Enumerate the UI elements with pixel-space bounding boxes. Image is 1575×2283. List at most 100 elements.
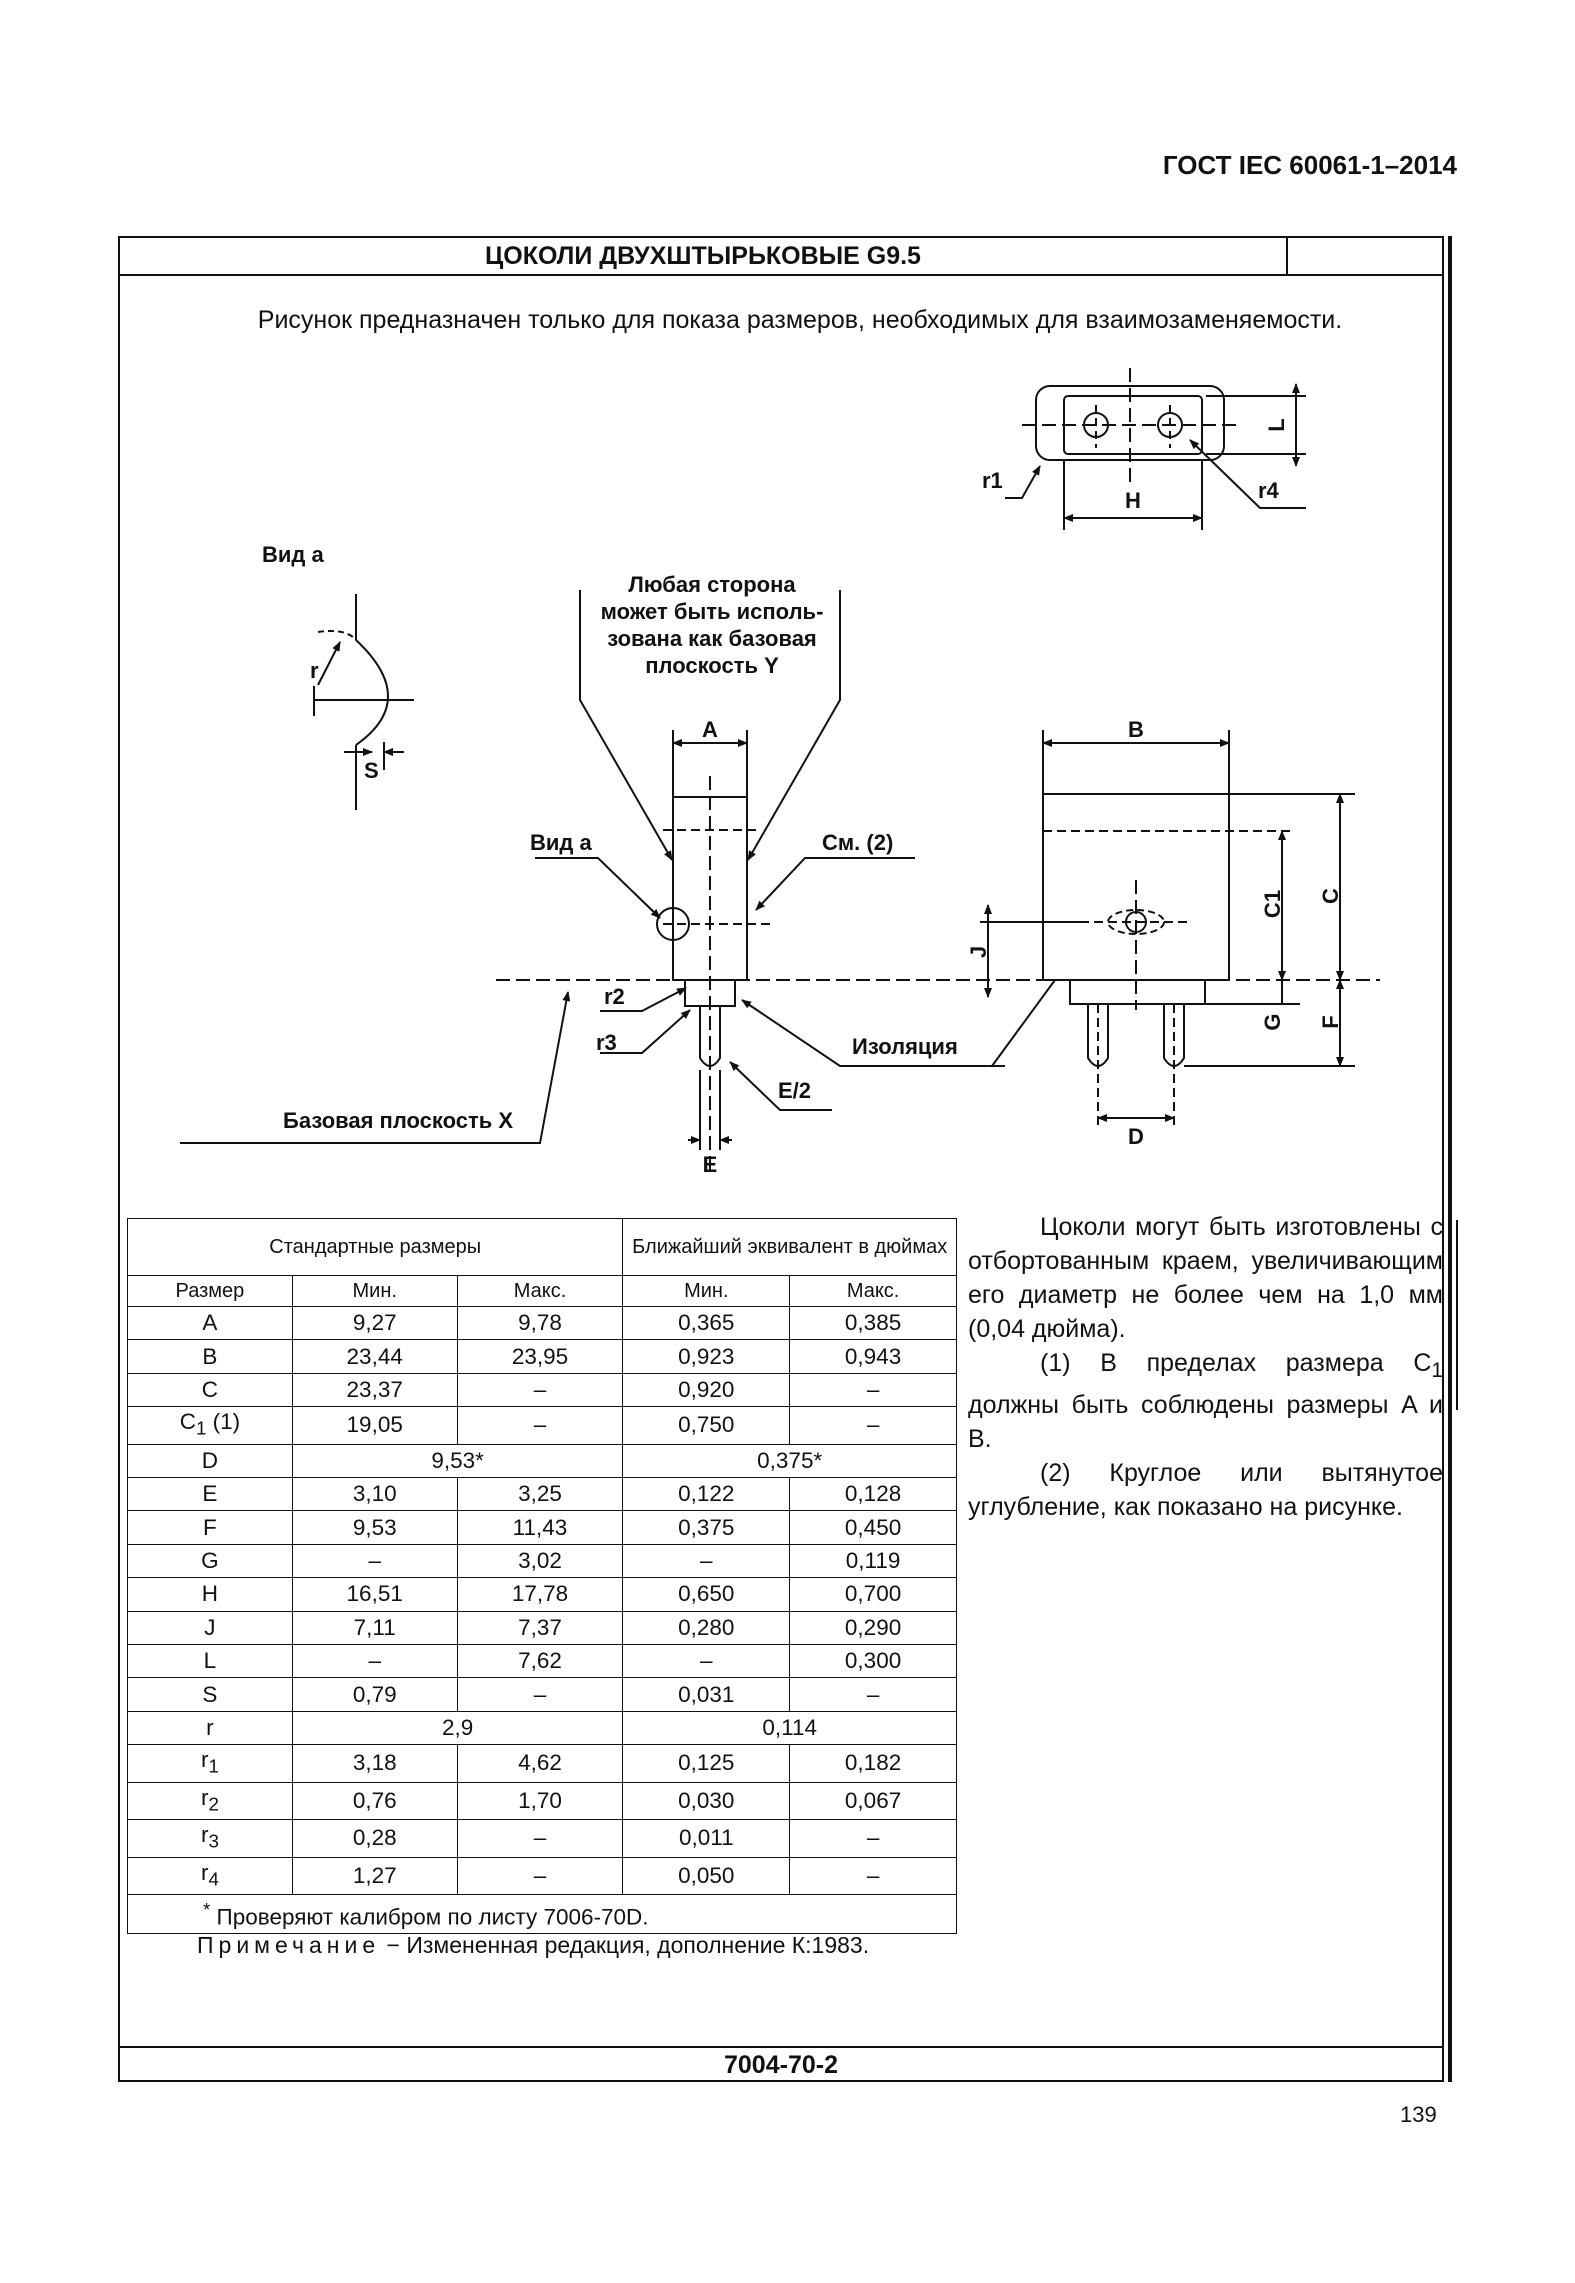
- label-r2: r2: [604, 984, 625, 1009]
- cell-min: 9,27: [291, 1305, 458, 1341]
- cell-min: 7,11: [291, 1610, 458, 1646]
- cell-max-in: –: [789, 1677, 957, 1712]
- sheet-frame: ЦОКОЛИ ДВУХШТЫРЬКОВЫЕ G9.5 7004-70-2: [118, 236, 1444, 2082]
- cell-max-in: 0,300: [789, 1644, 957, 1679]
- frame-margin-line: [1456, 1220, 1458, 1410]
- size-subscript: 2: [208, 1793, 219, 1815]
- cell-max-in: –: [789, 1819, 957, 1858]
- cell-min: 3,10: [291, 1477, 458, 1512]
- cell-min: 16,51: [291, 1577, 458, 1612]
- cell-min: 23,37: [291, 1372, 458, 1408]
- cell-min: –: [291, 1543, 458, 1579]
- cell-size-name: r3: [127, 1819, 293, 1858]
- table-row: C1 (1)19,05–0,750–: [127, 1406, 957, 1445]
- cell-min: 0,76: [291, 1781, 458, 1821]
- label-view-a: Вид а: [262, 542, 324, 567]
- cell-min: 0,28: [291, 1819, 458, 1858]
- size-letter: r: [206, 1714, 214, 1740]
- label-S: S: [364, 758, 379, 783]
- size-letter: J: [204, 1614, 216, 1640]
- cell-min-in: 0,923: [622, 1339, 791, 1374]
- cell-merged-mm: 9,53*: [291, 1443, 624, 1479]
- cell-size-name: J: [127, 1610, 293, 1646]
- group-inch-header: Ближайший эквивалент в дюймах: [622, 1218, 957, 1276]
- label-F: F: [1318, 1015, 1343, 1028]
- note: Примечание − Измененная редакция, дополн…: [197, 1932, 869, 1959]
- cell-size-name: r1: [127, 1744, 293, 1783]
- col-size-header: Размер: [127, 1275, 293, 1307]
- cell-max: –: [456, 1856, 624, 1896]
- label-G: G: [1260, 1013, 1285, 1030]
- cell-min: –: [291, 1644, 458, 1679]
- cell-size-name: C1 (1): [127, 1406, 293, 1445]
- size-letter: E: [202, 1481, 218, 1507]
- frame-double-line: [1448, 236, 1452, 2082]
- cell-min-in: 0,122: [622, 1477, 791, 1512]
- dimensions-table: Стандартные размеры Ближайший эквивалент…: [126, 1218, 957, 1934]
- cell-size-name: H: [127, 1577, 293, 1612]
- cell-max: 4,62: [456, 1744, 624, 1783]
- cell-size-name: L: [127, 1644, 293, 1679]
- cell-max-in: 0,450: [789, 1510, 957, 1545]
- cell-size-name: B: [127, 1339, 293, 1374]
- size-letter: r: [200, 1822, 209, 1848]
- callout-line-2: может быть исполь-: [601, 599, 824, 624]
- standard-number: ГОСТ IEC 60061-1–2014: [1162, 150, 1457, 180]
- label-r3: r3: [596, 1030, 617, 1055]
- cell-max: 7,62: [456, 1644, 624, 1679]
- cell-min: 19,05: [291, 1406, 458, 1445]
- size-letter: D: [201, 1447, 219, 1473]
- cell-size-name: C: [127, 1372, 293, 1408]
- size-letter: F: [203, 1514, 217, 1540]
- label-C1: C1: [1260, 890, 1285, 918]
- cell-size-name: F: [127, 1510, 293, 1545]
- cell-size-name: D: [127, 1443, 293, 1479]
- side-note-2-after: должны быть соблюдены размеры A и B.: [968, 1391, 1443, 1453]
- table-row: G–3,02–0,119: [127, 1543, 957, 1579]
- cell-min: 1,27: [291, 1856, 458, 1896]
- cell-max-in: 0,385: [789, 1305, 957, 1341]
- size-suffix: (1): [206, 1409, 241, 1435]
- cell-min: 23,44: [291, 1339, 458, 1374]
- cell-max: –: [456, 1677, 624, 1712]
- intro-text: Рисунок предназначен только для показа р…: [257, 306, 1343, 334]
- cell-min: 0,79: [291, 1677, 458, 1712]
- col-min-header: Мин.: [291, 1275, 458, 1307]
- cell-max: 3,02: [456, 1543, 624, 1579]
- size-letter: r: [200, 1859, 209, 1885]
- size-subscript: 3: [208, 1830, 219, 1852]
- cell-max: 11,43: [456, 1510, 624, 1545]
- cell-size-name: E: [127, 1477, 293, 1512]
- cell-min-in: 0,280: [622, 1610, 791, 1646]
- page-number: 139: [1400, 2102, 1437, 2127]
- cell-size-name: r4: [127, 1856, 293, 1896]
- label-D: D: [1128, 1124, 1144, 1149]
- label-B: B: [1128, 717, 1144, 742]
- size-subscript: 1: [208, 1755, 219, 1777]
- cell-min-in: 0,030: [622, 1781, 791, 1821]
- cell-size-name: G: [127, 1543, 293, 1579]
- cell-max-in: 0,182: [789, 1744, 957, 1783]
- side-note-2-sub: 1: [1431, 1359, 1443, 1382]
- cell-max-in: 0,128: [789, 1477, 957, 1512]
- size-letter: r: [200, 1747, 209, 1773]
- label-base-plane: Базовая плоскость X: [283, 1108, 513, 1133]
- label-L: L: [1264, 418, 1289, 431]
- label-insulation: Изоляция: [852, 1034, 958, 1059]
- cell-merged-in: 0,114: [622, 1710, 957, 1746]
- size-letter: r: [200, 1784, 209, 1810]
- cell-size-name: r2: [127, 1781, 293, 1821]
- cell-max: 3,25: [456, 1477, 624, 1512]
- table-row: L–7,62–0,300: [127, 1644, 957, 1679]
- cell-max-in: 0,119: [789, 1543, 957, 1579]
- label-E2: E/2: [778, 1078, 811, 1103]
- title-bar: ЦОКОЛИ ДВУХШТЫРЬКОВЫЕ G9.5: [120, 238, 1442, 276]
- callout-line-3: зована как базовая: [607, 626, 817, 651]
- cell-max: 17,78: [456, 1577, 624, 1612]
